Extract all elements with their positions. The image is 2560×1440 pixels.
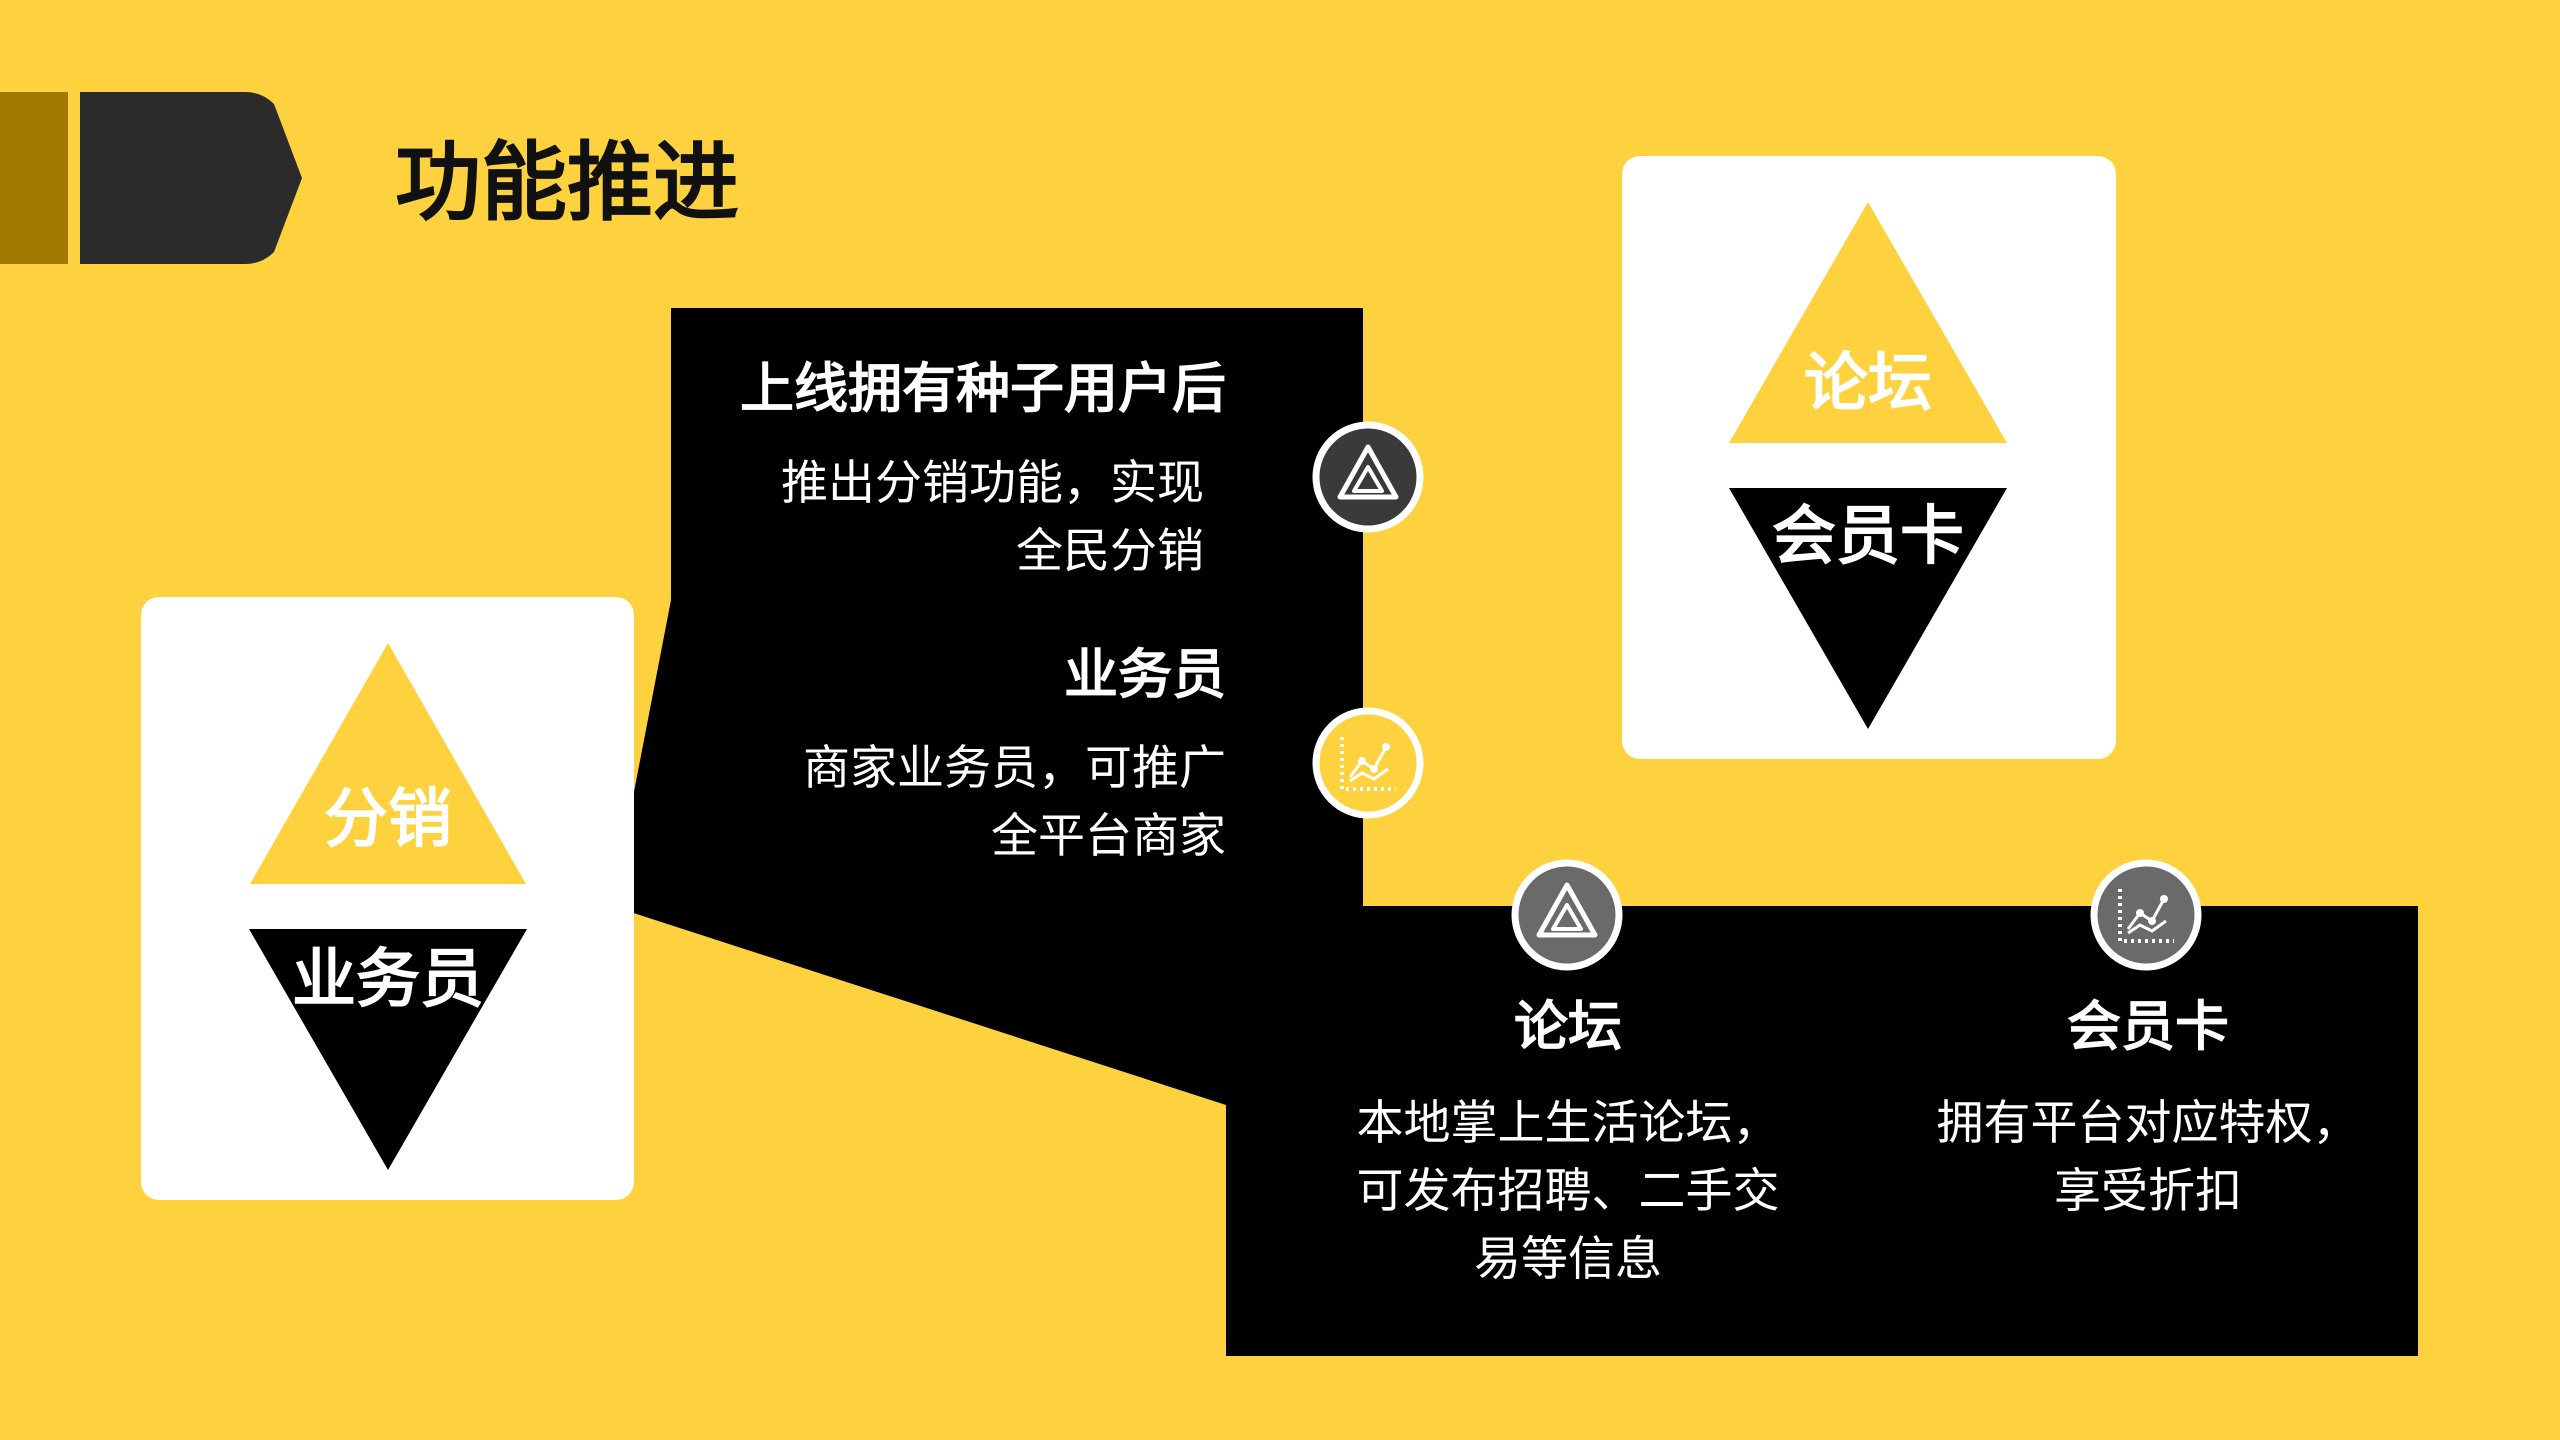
upper-item-2-heading: 业务员 (1064, 643, 1226, 706)
lower-panel (612, 906, 2418, 1356)
left-card-up-triangle (250, 643, 526, 884)
triangle-logo-icon (1312, 421, 1424, 533)
upper-item-1-line2: 全民分销 (1016, 524, 1204, 579)
left-card (141, 597, 634, 1200)
lower-item-1-line3: 易等信息 (1474, 1232, 1662, 1287)
header-arrow-bar (80, 92, 302, 264)
right-card-bottom-label: 会员卡 (1772, 500, 1964, 574)
upper-item-2-line2: 全平台商家 (991, 809, 1226, 864)
upper-item-1-heading: 上线拥有种子用户后 (740, 357, 1226, 420)
triangle-logo-icon (1511, 859, 1623, 971)
upper-panel (612, 308, 1363, 906)
left-card-bottom-label: 业务员 (292, 943, 484, 1017)
lower-item-1-heading: 论坛 (1514, 995, 1622, 1058)
lower-item-2-line1: 拥有平台对应特权， (1936, 1096, 2360, 1151)
lower-item-1-line2: 可发布招聘、二手交 (1356, 1164, 1780, 1219)
scatter-chart-icon (1312, 707, 1424, 819)
left-card-top-label: 分销 (324, 783, 452, 857)
right-card-top-label: 论坛 (1804, 347, 1932, 421)
upper-item-1-line1: 推出分销功能，实现 (781, 456, 1204, 511)
scatter-chart-icon (2090, 859, 2202, 971)
lower-item-2-line2: 享受折扣 (2054, 1164, 2242, 1219)
right-card (1622, 156, 2116, 759)
lower-item-2-heading: 会员卡 (2067, 995, 2229, 1058)
right-card-up-triangle (1729, 202, 2007, 443)
right-card-down-triangle (1729, 488, 2007, 729)
header-gold-bar (0, 92, 68, 264)
lower-item-1-line1: 本地掌上生活论坛， (1356, 1096, 1780, 1151)
left-card-down-triangle (249, 929, 527, 1170)
page-title: 功能推进 (395, 133, 739, 233)
upper-item-2-line1: 商家业务员，可推广 (803, 741, 1226, 796)
